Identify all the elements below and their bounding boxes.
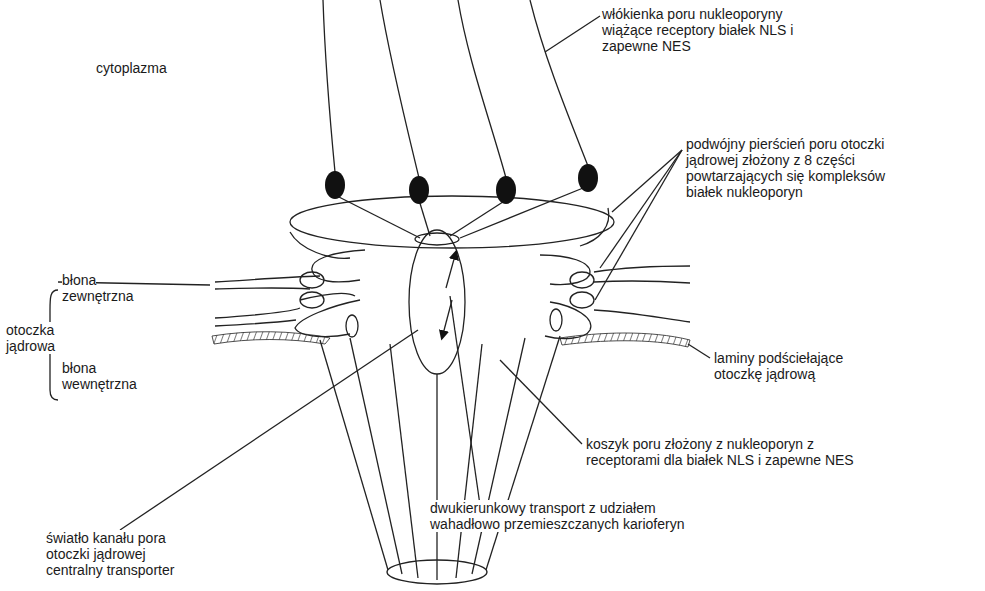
- callout-label: cytoplazma: [96, 60, 216, 76]
- callout-label: otoczka jądrowa: [6, 322, 66, 354]
- callout-label: koszyk poru złożony z nukleoporyn z rece…: [586, 436, 886, 468]
- callout-label: podwójny pierścień poru otoczki jądrowej…: [686, 136, 891, 200]
- callout-label: błona wewnętrzna: [62, 360, 157, 392]
- callout-label: laminy podściełające otoczkę jądrową: [714, 350, 874, 382]
- callout-label: błona zewnętrzna: [62, 272, 157, 304]
- callout-label: dwukierunkowy transport z udziałem wahad…: [430, 500, 710, 532]
- callout-label: włókienka poru nukleoporyny wiążące rece…: [602, 6, 797, 54]
- callout-label: światło kanału pora otoczki jądrowej cen…: [46, 530, 206, 578]
